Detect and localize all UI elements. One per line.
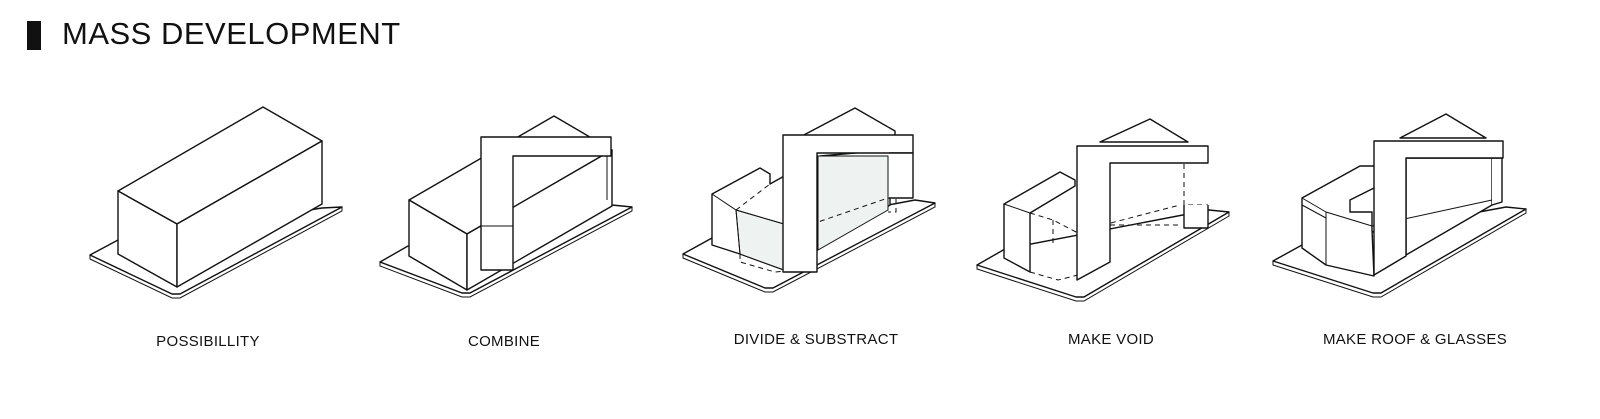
- step-2-label: COMBINE: [467, 333, 541, 350]
- void-mass: [1003, 118, 1209, 281]
- l-frame-mass: [1373, 140, 1504, 276]
- step-1-possibility-drawing: [89, 106, 343, 299]
- step-3-divide-substract-drawing: [682, 107, 936, 293]
- base-mass: [117, 106, 323, 288]
- title-marker: [27, 21, 41, 50]
- step-2-combine-drawing: [379, 115, 633, 298]
- l-frame-mass: [782, 134, 914, 273]
- page-title: MASS DEVELOPMENT: [62, 16, 401, 51]
- roofed-mass: [1301, 113, 1503, 277]
- l-frame-mass: [480, 136, 612, 271]
- step-1-label: POSSIBILLITY: [156, 333, 260, 350]
- step-4-label: MAKE VOID: [1067, 331, 1155, 348]
- l-frame-mass: [1076, 145, 1209, 281]
- step-3-label: DIVIDE & SUBSTRACT: [733, 331, 899, 348]
- step-5-make-roof-glasses-drawing: [1272, 113, 1527, 298]
- step-4-make-void-drawing: [976, 118, 1230, 302]
- step-5-label: MAKE ROOF & GLASSES: [1322, 331, 1508, 348]
